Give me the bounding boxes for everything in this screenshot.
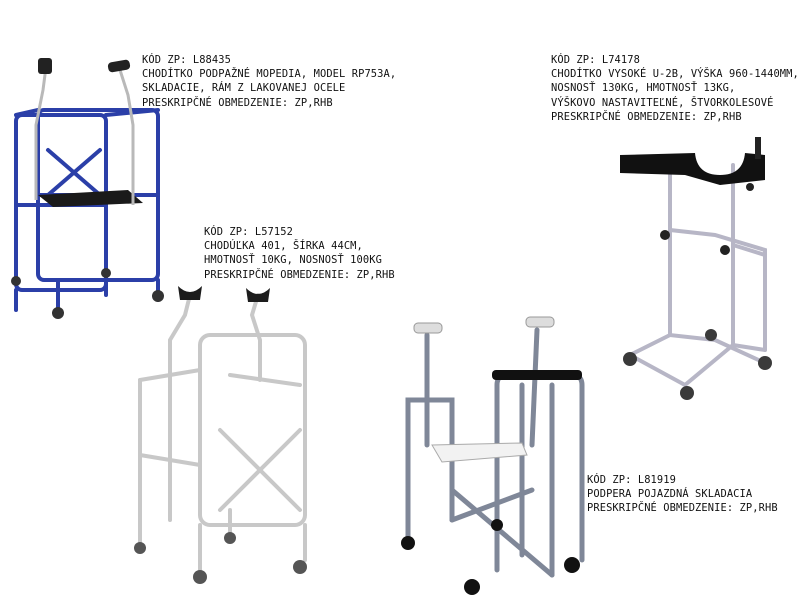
product-code: KÓD ZP: L74178 [551, 54, 640, 66]
product-restriction-line: PRESKRIPČNÉ OBMEDZENIE: ZP,RHB [587, 502, 778, 515]
product-description-line: CHODÍTKO VYSOKÉ U-2B, VÝŠKA 960-1440MM, [551, 68, 799, 81]
product-description-line: SKLADACIE, RÁM Z LAKOVANEJ OCELE [142, 82, 346, 95]
product-code: KÓD ZP: L57152 [204, 226, 293, 238]
walker-image-l57152 [130, 280, 315, 595]
product-description-line: VÝŠKOVO NASTAVITEĽNÉ, ŠTVORKOLESOVÉ [551, 96, 774, 109]
caption-l88435: KÓD ZP: L88435 CHODÍTKO PODPAŽNÉ MOPEDIA… [142, 53, 396, 110]
product-restriction-line: PRESKRIPČNÉ OBMEDZENIE: ZP,RHB [204, 268, 395, 281]
product-restriction-line: PRESKRIPČNÉ OBMEDZENIE: ZP,RHB [551, 110, 742, 123]
walker-image-l88435 [8, 55, 173, 325]
product-code: KÓD ZP: L81919 [587, 474, 676, 486]
caption-l57152: KÓD ZP: L57152 CHODÚĽKA 401, ŠÍRKA 44CM,… [204, 225, 395, 282]
product-description-line: NOSNOSŤ 130KG, HMOTNOSŤ 13KG, [551, 82, 736, 95]
caption-l74178: KÓD ZP: L74178 CHODÍTKO VYSOKÉ U-2B, VÝŠ… [551, 53, 799, 124]
product-description-line: PODPERA POJAZDNÁ SKLADACIA [587, 488, 753, 501]
product-description-line: HMOTNOSŤ 10KG, NOSNOSŤ 100KG [204, 254, 382, 267]
caption-l81919: KÓD ZP: L81919 PODPERA POJAZDNÁ SKLADACI… [587, 473, 778, 516]
walker-image-l81919 [401, 315, 592, 600]
product-code: KÓD ZP: L88435 [142, 54, 231, 66]
product-description-line: CHODÚĽKA 401, ŠÍRKA 44CM, [204, 240, 363, 253]
product-restriction-line: PRESKRIPČNÉ OBMEDZENIE: ZP,RHB [142, 96, 333, 109]
walker-image-l74178 [615, 135, 780, 405]
product-description-line: CHODÍTKO PODPAŽNÉ MOPEDIA, MODEL RP753A, [142, 68, 397, 81]
